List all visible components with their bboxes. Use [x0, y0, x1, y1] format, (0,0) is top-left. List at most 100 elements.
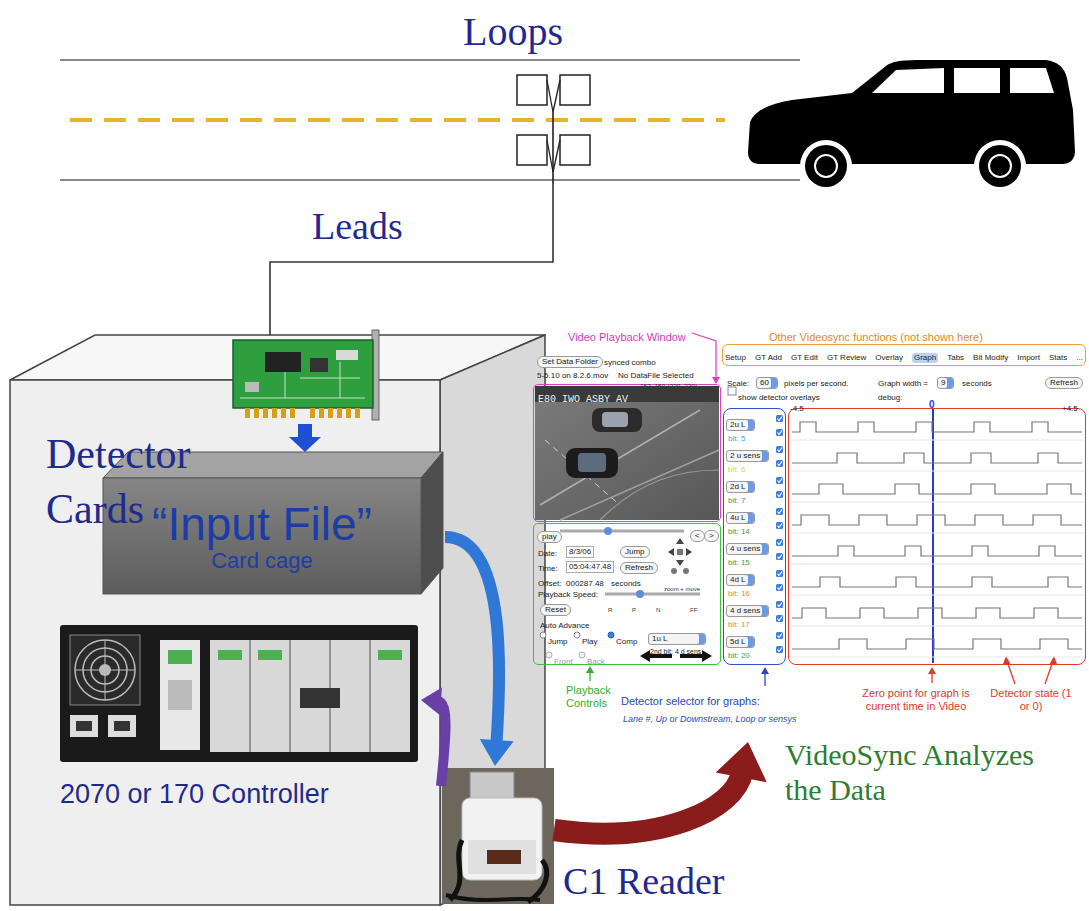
text-slot: P — [632, 598, 636, 616]
screenshot-widgets-part — [540, 410, 700, 505]
ui-text: bit: 15 — [728, 558, 750, 568]
checkbox — [776, 460, 783, 467]
ui-field: 05:04:47.48 — [566, 561, 614, 573]
text-slot: 05:04:47.48 — [566, 555, 614, 573]
ui-text: Auto Advance — [540, 621, 589, 631]
controller-picture-part — [60, 625, 418, 762]
panel-annotation: Zero point for graph is current time in … — [851, 687, 981, 713]
text-slot: 0 — [929, 394, 935, 412]
text-slot: 152, 159-(320, 230) — [640, 375, 697, 393]
panel-annotation: Lane #, Up or Downstream, Loop or sensys — [623, 714, 797, 725]
detector-trace — [792, 453, 1082, 463]
c1-reader-photo-part — [442, 768, 554, 904]
screenshot-widgets-part — [566, 448, 618, 478]
c1-reader-label: C1 Reader — [563, 862, 724, 902]
loop-detectors-part — [553, 80, 560, 112]
input-file-title: “Input File” — [152, 499, 372, 550]
c1-reader-photo-part — [468, 840, 536, 874]
checkbox — [776, 539, 783, 546]
ui-dropdown: 4 u sens — [726, 543, 769, 555]
ui-text: N — [656, 607, 660, 614]
connector-line — [554, 772, 742, 833]
screenshot-widgets-part — [671, 568, 677, 574]
detector-trace — [792, 422, 1082, 432]
annotation-leaders-part — [1045, 664, 1052, 684]
ui-text: bit: 16 — [728, 589, 750, 599]
ui-text: Back — [587, 657, 605, 667]
checkbox-tick — [778, 479, 783, 483]
ui-text: FF — [690, 607, 697, 614]
controller: 2070 or 170 Controller — [55, 622, 420, 817]
text-slot: Scale: — [727, 372, 749, 390]
screenshot-widgets-part — [728, 387, 736, 395]
ui-text: Date: — [538, 549, 557, 559]
road-part — [60, 179, 800, 181]
detector-card-picture-part — [245, 382, 259, 392]
ui-button: Refresh — [1045, 377, 1083, 389]
text-slot: 9 — [937, 371, 954, 389]
text-slot: 5d L — [726, 630, 755, 648]
text-slot: Tabs — [947, 346, 964, 364]
ui-text: debug: — [878, 393, 902, 403]
text-slot: 2u L — [726, 413, 755, 431]
controller-picture-part — [210, 640, 410, 752]
detector-trace — [792, 608, 1082, 618]
checkbox — [776, 615, 783, 622]
connector — [270, 182, 553, 335]
ui-button: > — [704, 530, 719, 542]
ui-text: seconds — [611, 579, 641, 589]
car-silhouette-part — [989, 155, 1011, 177]
checkbox-tick — [778, 541, 783, 545]
screenshot-widgets-part — [578, 453, 606, 472]
loop-detectors-part — [517, 75, 547, 105]
generated-widgets — [776, 415, 1084, 657]
annotation-leaders — [586, 333, 1057, 686]
detector-card-picture-part — [310, 358, 328, 372]
detector-card-picture-part — [245, 408, 250, 418]
text-slot: GT Review — [827, 346, 866, 364]
controller-picture-part — [160, 640, 200, 750]
controller-picture-part — [250, 640, 251, 752]
ui-text: bit: 7 — [728, 496, 745, 506]
ui-dropdown: 1u L — [648, 633, 706, 645]
road — [60, 60, 800, 180]
ui-text: bit: 14 — [728, 527, 750, 537]
controller-label: 2070 or 170 Controller — [60, 778, 329, 810]
annotation-leaders-part — [712, 377, 720, 384]
text-slot: N — [656, 598, 660, 616]
text-slot: > — [704, 524, 719, 542]
text-slot: Back — [587, 650, 605, 668]
row-separator — [790, 564, 1084, 565]
text-slot: bit: 7 — [728, 489, 745, 507]
text-slot: 5-5.10 on 8.2.6.mov — [537, 364, 608, 382]
ui-text: 152, 159-(320, 230) — [640, 383, 697, 391]
ui-dropdown: 60 — [756, 377, 778, 389]
text-slot: 2 u sens — [726, 444, 769, 462]
loop-detectors-part — [560, 135, 590, 165]
screenshot-widgets-part — [545, 440, 620, 505]
loop-detectors-part — [552, 112, 554, 183]
detector-card-picture-part — [346, 408, 351, 418]
detector-card-picture-part — [290, 408, 295, 418]
controller-picture-part — [290, 640, 291, 752]
panel-annotation: Other Videosync functions (not shown her… — [769, 331, 983, 344]
ui-text: bit: 6 — [728, 465, 745, 475]
text-stack: “Input File”Card cage — [103, 478, 421, 594]
annotation-leaders-part — [928, 667, 936, 674]
road-part — [60, 59, 800, 61]
detector-card-picture-part — [337, 408, 342, 418]
ui-dropdown: 2d L — [726, 481, 755, 493]
screenshot-widgets-part — [560, 450, 719, 520]
checkbox — [776, 415, 783, 422]
controller-picture-part — [168, 650, 192, 664]
text-slot: Comp — [616, 630, 637, 648]
car-silhouette-part — [974, 140, 1026, 192]
controller-picture-part — [218, 650, 242, 660]
text-slot: Zero point for graph is current time in … — [851, 687, 981, 713]
connector — [445, 537, 514, 766]
detector-trace — [792, 546, 1082, 556]
text-slot: seconds — [611, 572, 641, 590]
checkbox — [776, 570, 783, 577]
screenshot-widgets — [535, 386, 933, 663]
text-slot: Graph — [912, 346, 938, 364]
